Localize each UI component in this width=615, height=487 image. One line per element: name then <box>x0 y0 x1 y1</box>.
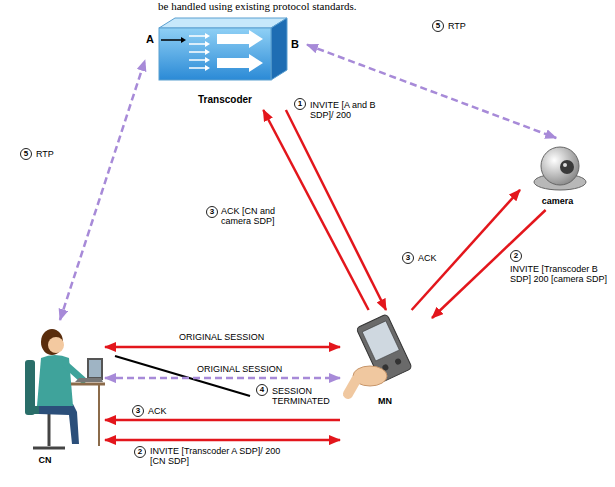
callout-number: 2 <box>510 250 522 262</box>
edge-label: INVITE [A and B SDP]/ 200 <box>310 100 382 120</box>
edge-label: RTP <box>448 21 488 31</box>
edge-label: ACK [CN and camera SDP] <box>221 206 283 226</box>
signaling-connector <box>263 110 368 310</box>
node-label: CN <box>15 455 75 466</box>
person-icon <box>15 320 105 470</box>
signaling-connector <box>105 419 340 422</box>
caption-fragment: be handled using existing protocol stand… <box>158 0 357 12</box>
edge-label: INVITE [Transcoder B SDP] 200 [camera SD… <box>510 264 608 284</box>
callout-number: 5 <box>432 20 444 32</box>
port-label: A <box>146 33 158 45</box>
node-label: camera <box>520 196 595 207</box>
edge-label: ORIGINAL SESSION <box>197 364 282 374</box>
callout-number: 1 <box>294 98 306 110</box>
rtp-connector <box>307 45 556 138</box>
node-label: Transcoder <box>145 94 305 106</box>
correspondent-node: CN <box>15 320 105 470</box>
camera-node: camera <box>520 138 597 210</box>
callout-number: 5 <box>20 148 32 160</box>
transcoder-node: A B Transcoder <box>145 14 307 110</box>
edge-label: RTP <box>36 149 76 159</box>
edge-label: ACK <box>148 406 188 416</box>
mobile-node: MN <box>340 310 432 450</box>
signaling-connector <box>286 110 386 310</box>
signaling-connector <box>105 346 340 349</box>
note-label: SESSION TERMINATED <box>272 386 334 406</box>
callout-number: 2 <box>134 446 146 458</box>
callout-number: 3 <box>402 252 414 264</box>
rtp-connector <box>60 60 145 320</box>
edge-label: INVITE [Transcoder A SDP]/ 200 [CN SDP] <box>150 446 282 466</box>
node-label: MN <box>340 396 430 407</box>
port-label: B <box>291 38 303 50</box>
callout-number: 3 <box>132 405 144 417</box>
termination-line <box>115 356 250 396</box>
edge-label: ACK <box>418 253 448 263</box>
signaling-connector <box>105 439 340 442</box>
callout-number: 3 <box>206 206 218 218</box>
callout-number: 4 <box>256 384 268 396</box>
pda-icon <box>340 310 430 450</box>
rtp-connector <box>105 377 340 380</box>
edge-label: ORIGINAL SESSION <box>179 332 264 342</box>
